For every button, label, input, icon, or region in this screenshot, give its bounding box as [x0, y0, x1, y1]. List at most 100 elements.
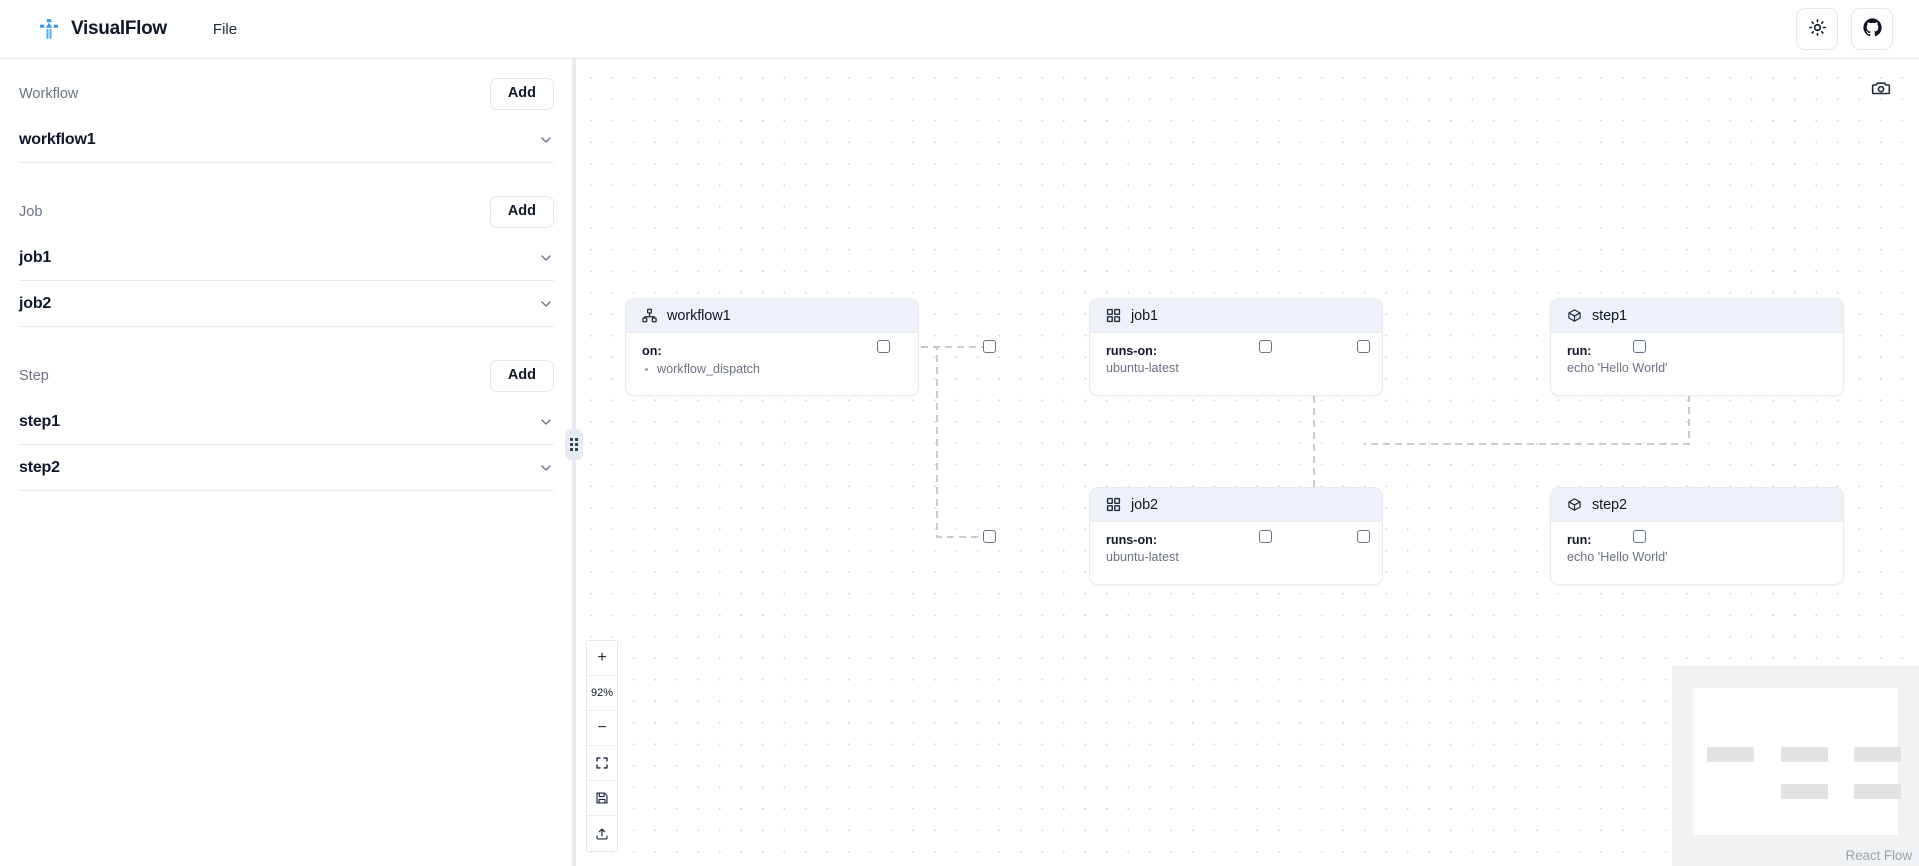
sidebar-spacer	[19, 163, 554, 177]
add-workflow-button[interactable]: Add	[489, 78, 554, 110]
chevron-down-icon	[538, 132, 554, 148]
box-cube-icon	[1567, 308, 1582, 323]
sidebar-item-label: step1	[19, 412, 60, 430]
sidebar-item-workflow1[interactable]: workflow1	[19, 117, 554, 163]
node-field-list: workflow_dispatch	[642, 361, 902, 378]
chevron-down-icon	[538, 250, 554, 266]
grid-squares-icon	[1106, 308, 1121, 323]
node-field-key: on:	[642, 344, 662, 358]
box-cube-icon	[1567, 497, 1582, 512]
minimap-node	[1781, 784, 1828, 799]
upload-icon	[595, 827, 609, 841]
sidebar-item-label: job2	[19, 294, 52, 312]
sidebar: Workflow Add workflow1 Job Add job1	[0, 59, 573, 866]
sidebar-item-label: job1	[19, 248, 52, 266]
save-button[interactable]	[587, 781, 617, 816]
app-body: Workflow Add workflow1 Job Add job1	[0, 59, 1919, 866]
minimap-node	[1781, 747, 1828, 762]
node-field-key: run:	[1567, 344, 1592, 358]
node-body: run: echo 'Hello World'	[1551, 333, 1843, 395]
github-link-button[interactable]	[1851, 8, 1893, 50]
node-header: workflow1	[626, 299, 918, 333]
node-header: job2	[1090, 488, 1382, 522]
sidebar-section-workflow-header: Workflow Add	[19, 59, 554, 117]
react-flow-attribution[interactable]: React Flow	[1845, 848, 1912, 863]
node-job1[interactable]: job1 runs-on: ubuntu-latest	[1089, 298, 1383, 396]
export-button[interactable]	[587, 816, 617, 851]
node-title: step1	[1592, 307, 1627, 324]
sidebar-item-job2[interactable]: job2	[19, 281, 554, 327]
grip-vertical-icon[interactable]	[565, 429, 583, 460]
minimap-node	[1854, 747, 1901, 762]
node-body: runs-on: ubuntu-latest	[1090, 522, 1382, 584]
node-step2[interactable]: step2 run: echo 'Hello World'	[1550, 487, 1844, 585]
chevron-down-icon	[538, 296, 554, 312]
handle-step1-target[interactable]	[1357, 340, 1370, 353]
handle-step1-source[interactable]	[1633, 340, 1646, 353]
node-field-key: run:	[1567, 533, 1592, 547]
sidebar-spacer	[19, 327, 554, 341]
floppy-disk-icon	[595, 791, 609, 805]
canvas-controls: + 92% −	[586, 640, 618, 852]
node-title: workflow1	[667, 307, 731, 324]
add-step-button[interactable]: Add	[489, 360, 554, 392]
node-title: job1	[1131, 307, 1159, 324]
camera-icon	[1871, 78, 1891, 103]
handle-step2-target[interactable]	[1357, 530, 1370, 543]
sidebar-section-label-job: Job	[19, 204, 43, 220]
sidebar-resizer[interactable]	[565, 59, 583, 866]
handle-step2-source[interactable]	[1633, 530, 1646, 543]
sidebar-item-label: step2	[19, 458, 60, 476]
theme-toggle-button[interactable]	[1796, 8, 1838, 50]
node-field-value: echo 'Hello World'	[1567, 360, 1668, 375]
node-field-key: runs-on:	[1106, 533, 1158, 547]
sidebar-section-job-header: Job Add	[19, 177, 554, 235]
brand-name: VisualFlow	[71, 18, 167, 39]
node-step1[interactable]: step1 run: echo 'Hello World'	[1550, 298, 1844, 396]
node-field-key: runs-on:	[1106, 344, 1158, 358]
top-bar: VisualFlow File	[0, 0, 1919, 59]
menu-file[interactable]: File	[212, 20, 238, 38]
minimap-viewport[interactable]	[1693, 688, 1901, 835]
chevron-down-icon	[538, 460, 554, 476]
node-body: on: workflow_dispatch	[626, 333, 918, 395]
network-hierarchy-icon	[642, 308, 657, 323]
brand[interactable]: VisualFlow	[38, 18, 167, 40]
minimap[interactable]	[1672, 666, 1919, 866]
fit-view-button[interactable]	[587, 746, 617, 781]
node-field-value: echo 'Hello World'	[1567, 549, 1668, 564]
node-header: step2	[1551, 488, 1843, 522]
node-field-value: ubuntu-latest	[1106, 360, 1179, 375]
sidebar-section-label-step: Step	[19, 368, 49, 384]
node-body: run: echo 'Hello World'	[1551, 522, 1843, 584]
sidebar-item-step2[interactable]: step2	[19, 445, 554, 491]
node-body: runs-on: ubuntu-latest	[1090, 333, 1382, 395]
handle-job2-target[interactable]	[983, 530, 996, 543]
menu-bar: File	[201, 14, 249, 45]
screenshot-button[interactable]	[1867, 76, 1895, 104]
minimap-node	[1854, 784, 1901, 799]
handle-job1-target[interactable]	[983, 340, 996, 353]
sidebar-item-step1[interactable]: step1	[19, 399, 554, 445]
node-workflow1[interactable]: workflow1 on: workflow_dispatch	[625, 298, 919, 396]
grip-dots	[570, 438, 578, 451]
zoom-level-display: 92%	[587, 676, 617, 711]
zoom-in-button[interactable]: +	[587, 641, 617, 676]
zoom-out-button[interactable]: −	[587, 711, 617, 746]
sidebar-section-step-header: Step Add	[19, 341, 554, 399]
handle-job1-source[interactable]	[1259, 340, 1272, 353]
sidebar-item-job1[interactable]: job1	[19, 235, 554, 281]
node-job2[interactable]: job2 runs-on: ubuntu-latest	[1089, 487, 1383, 585]
node-header: job1	[1090, 299, 1382, 333]
node-header: step1	[1551, 299, 1843, 333]
add-job-button[interactable]: Add	[489, 196, 554, 228]
handle-job2-source[interactable]	[1259, 530, 1272, 543]
github-icon	[1862, 17, 1883, 41]
flow-canvas[interactable]: workflow1 on: workflow_dispatch	[573, 59, 1919, 866]
workflow-logo-icon	[38, 18, 60, 40]
list-item: workflow_dispatch	[642, 361, 902, 378]
node-title: step2	[1592, 496, 1627, 513]
handle-workflow1-source[interactable]	[877, 340, 890, 353]
sidebar-item-label: workflow1	[19, 130, 96, 148]
